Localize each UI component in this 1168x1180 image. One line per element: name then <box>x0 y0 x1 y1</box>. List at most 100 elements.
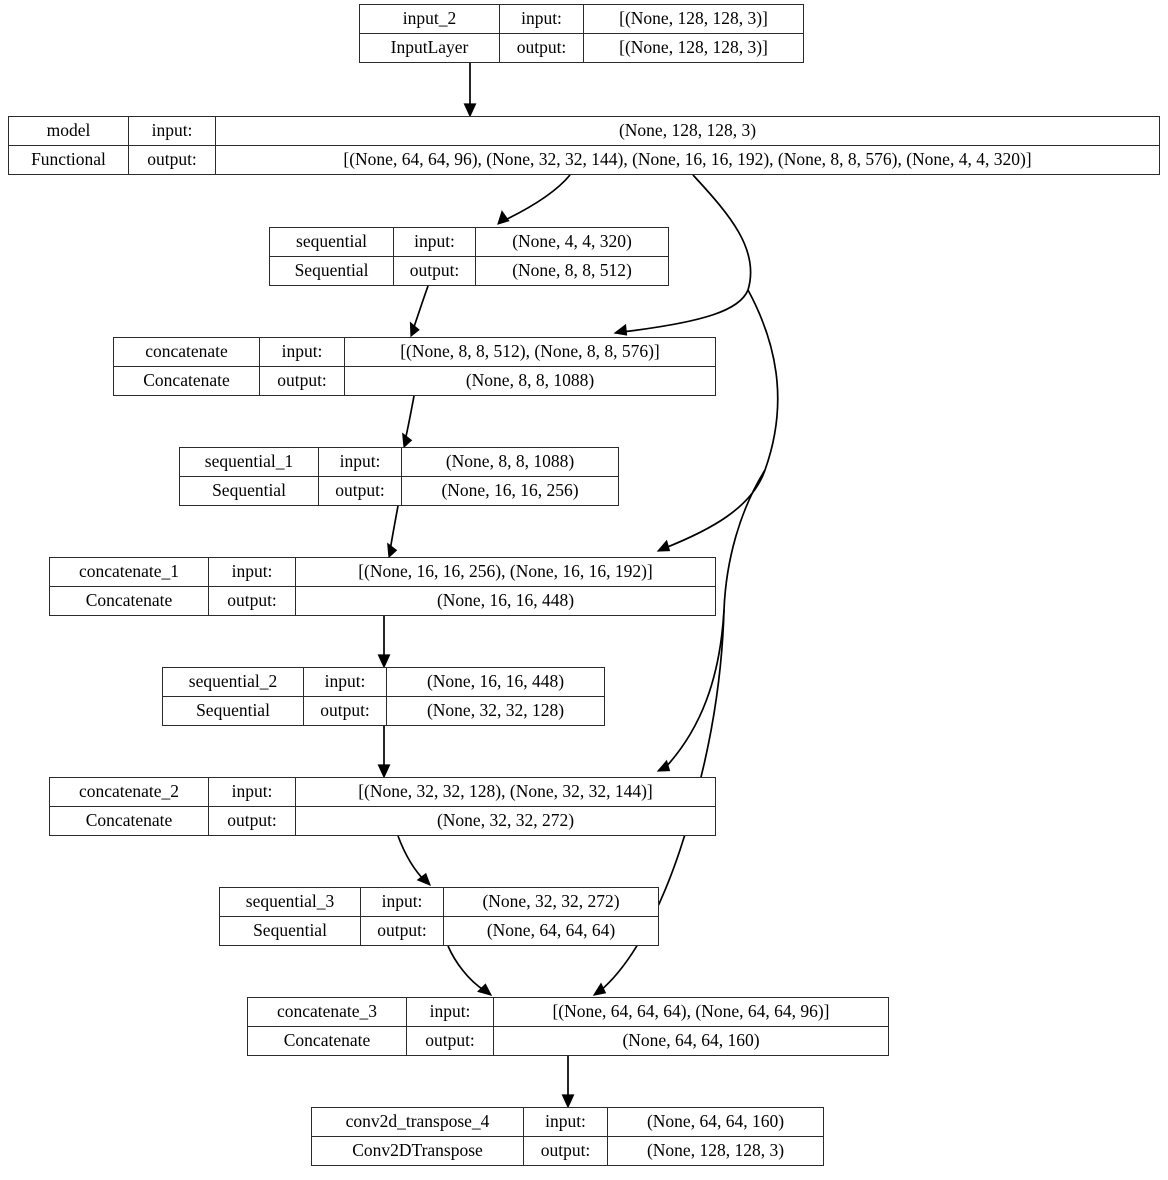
output-label: output: <box>407 1026 494 1055</box>
arrowhead-e-seq1-concat1 <box>387 542 398 559</box>
input-shape-value: [(None, 64, 64, 64), (None, 64, 64, 96)] <box>552 1001 830 1021</box>
output-label: output: <box>209 586 296 615</box>
output-shape-value: [(None, 128, 128, 3)] <box>619 37 768 57</box>
connector-e-model-sequential <box>502 174 571 222</box>
layer-name: input_2 <box>360 5 500 33</box>
output-label: output: <box>500 33 584 62</box>
layer-name: concatenate_2 <box>50 778 209 806</box>
input-shape-value: [(None, 8, 8, 512), (None, 8, 8, 576)] <box>400 341 660 361</box>
layer-class: Concatenate <box>50 806 209 835</box>
arrowhead-e-model-sequential <box>497 210 510 225</box>
output-label: output: <box>304 696 387 725</box>
arrowhead-e-seq3-concat3 <box>477 983 493 996</box>
input-shape-value: (None, 32, 32, 272) <box>482 891 620 911</box>
layer-name: concatenate_3 <box>248 998 407 1026</box>
output-label: output: <box>319 476 402 505</box>
output-label: output: <box>129 145 216 174</box>
layer-name: model <box>9 117 129 145</box>
input-shape-value: (None, 16, 16, 448) <box>426 671 565 691</box>
input-label: input: <box>304 668 387 696</box>
layer-class: InputLayer <box>360 33 500 62</box>
layer-name: concatenate <box>114 338 260 366</box>
input-shape-value: (None, 4, 4, 320) <box>512 231 632 251</box>
input-shape-value: (None, 64, 64, 160) <box>646 1111 785 1131</box>
layer-name: sequential_2 <box>163 668 304 696</box>
input-label: input: <box>260 338 345 366</box>
input-label: input: <box>209 778 296 806</box>
layer-class: Sequential <box>270 256 394 285</box>
connector-e-sequential-concatenate <box>412 285 429 331</box>
arrowhead-e-concat2-seq3 <box>416 872 432 887</box>
output-shape-value: (None, 32, 32, 272) <box>436 810 575 830</box>
arrowhead-e-concat3-conv <box>561 1094 575 1109</box>
output-shape-value: (None, 8, 8, 1088) <box>465 370 595 390</box>
input-label: input: <box>129 117 216 145</box>
arrowhead-e-model-concat2 <box>656 759 671 772</box>
input-shape-value: [(None, 16, 16, 256), (None, 16, 16, 192… <box>358 561 653 581</box>
output-label: output: <box>394 256 476 285</box>
input-shape-value: [(None, 128, 128, 3)] <box>619 8 768 28</box>
connector-e-seq3-concat3 <box>447 945 486 992</box>
input-label: input: <box>407 998 494 1026</box>
arrowhead-e-model-concat3 <box>592 982 607 996</box>
output-shape-value: (None, 32, 32, 128) <box>426 700 565 720</box>
input-shape-value: (None, 128, 128, 3) <box>618 120 757 140</box>
output-shape-value: (None, 16, 16, 448) <box>436 590 575 610</box>
layer-class: Concatenate <box>50 586 209 615</box>
connector-e-model-concat1 <box>664 289 779 549</box>
output-shape-value: (None, 128, 128, 3) <box>646 1140 785 1160</box>
input-label: input: <box>524 1108 608 1136</box>
arrowhead-e-input2-model <box>463 103 477 118</box>
connector-e-seq1-concat1 <box>389 505 399 552</box>
output-label: output: <box>524 1136 608 1165</box>
input-shape-value: (None, 8, 8, 1088) <box>445 451 575 471</box>
layer-name: sequential <box>270 228 394 256</box>
layer-name: concatenate_1 <box>50 558 209 586</box>
arrowhead-e-concatenate-seq1 <box>402 432 413 449</box>
output-shape-value: (None, 64, 64, 160) <box>622 1030 760 1050</box>
output-shape-value: (None, 16, 16, 256) <box>441 480 579 500</box>
layer-name: conv2d_transpose_4 <box>312 1108 524 1136</box>
output-shape-value: (None, 64, 64, 64) <box>486 920 616 940</box>
input-label: input: <box>361 888 444 916</box>
connector-e-concatenate-seq1 <box>404 395 415 442</box>
layer-class: Sequential <box>220 916 361 945</box>
output-shape-value: [(None, 64, 64, 96), (None, 32, 32, 144)… <box>343 149 1032 169</box>
layer-class: Functional <box>9 145 129 174</box>
layer-name: sequential_1 <box>180 448 319 476</box>
input-label: input: <box>500 5 584 33</box>
layer-name: sequential_3 <box>220 888 361 916</box>
input-shape-value: [(None, 32, 32, 128), (None, 32, 32, 144… <box>358 781 653 801</box>
layer-class: Concatenate <box>114 366 260 395</box>
input-label: input: <box>394 228 476 256</box>
arrowhead-e-sequential-concatenate <box>409 321 420 338</box>
arrowhead-e-model-concat1 <box>656 539 671 552</box>
